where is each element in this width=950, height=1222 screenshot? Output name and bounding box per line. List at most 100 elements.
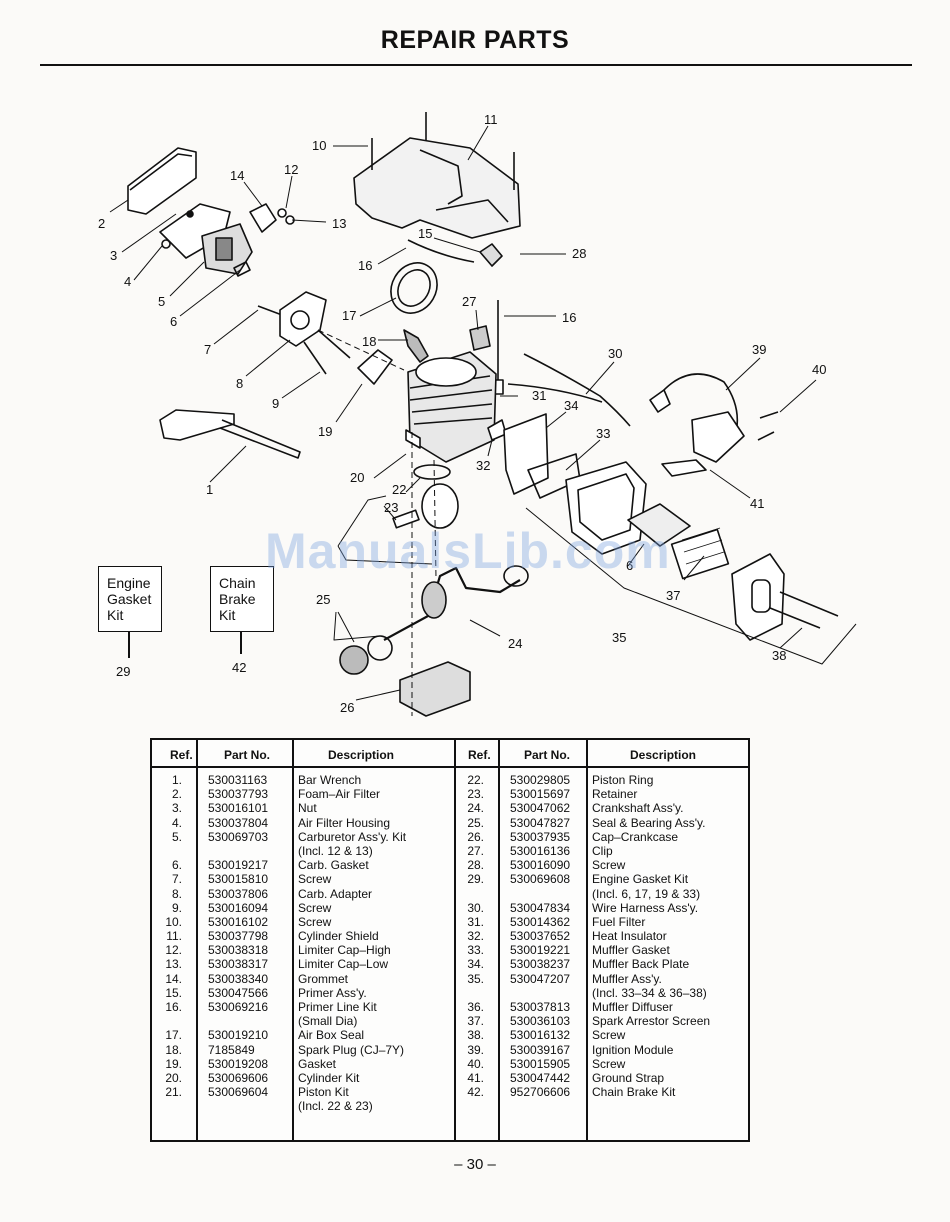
cell-desc: Limiter Cap–High xyxy=(298,943,391,958)
cell-part: 530019221 xyxy=(510,943,571,958)
callout-1: 1 xyxy=(206,482,213,497)
cell-desc: Crankshaft Ass'y. xyxy=(592,801,684,816)
cell-part: 530016090 xyxy=(510,858,571,873)
exploded-parts-diagram: 1 2 3 4 5 6 7 8 9 10 11 12 13 14 15 16 1… xyxy=(0,70,950,730)
cell-desc: Carb. Adapter xyxy=(298,886,373,901)
cell-desc: Wire Harness Ass'y. xyxy=(592,900,699,915)
cell-ref: 41. xyxy=(467,1070,484,1085)
cell-desc: Screw xyxy=(592,858,626,873)
callout-8: 8 xyxy=(236,376,243,391)
cell-part: 530037793 xyxy=(208,787,269,802)
callout-37: 37 xyxy=(666,588,680,603)
cell-part: 530047442 xyxy=(510,1070,571,1085)
cell-desc: Ground Strap xyxy=(592,1070,665,1085)
cell-part: 530036103 xyxy=(510,1014,571,1029)
cell-part: 530016094 xyxy=(208,900,269,915)
column-divider xyxy=(454,740,456,1140)
cell-part: 7185849 xyxy=(208,1042,255,1057)
cell-ref: 20. xyxy=(165,1070,182,1085)
exploded-view-drawing: 1 2 3 4 5 6 7 8 9 10 11 12 13 14 15 16 1… xyxy=(98,112,857,717)
callout-30: 30 xyxy=(608,346,622,361)
callout-17: 17 xyxy=(342,308,356,323)
cell-part: 530031163 xyxy=(208,773,268,787)
page-title: REPAIR PARTS xyxy=(380,26,570,54)
header-description: Description xyxy=(630,748,697,762)
cell-ref: 8. xyxy=(171,886,182,901)
cell-part: 952706606 xyxy=(510,1085,571,1100)
cell-desc: Primer Ass'y. xyxy=(298,985,367,1000)
cell-desc: (Incl. 12 & 13) xyxy=(298,843,373,858)
cell-ref: 40. xyxy=(467,1056,484,1071)
cell-part: 530016132 xyxy=(510,1028,571,1043)
cell-part: 530016102 xyxy=(208,914,269,929)
callout-13: 13 xyxy=(332,216,346,231)
cell-ref: 25. xyxy=(467,815,484,830)
cell-part: 530047566 xyxy=(208,985,269,1000)
cell-ref: 39. xyxy=(467,1042,484,1057)
kit-ref-42: 42 xyxy=(232,660,247,675)
callout-36: 6 xyxy=(626,558,633,573)
cell-desc: Heat Insulator xyxy=(592,929,667,944)
cell-part: 530015697 xyxy=(510,787,571,802)
cell-part: 530029805 xyxy=(510,773,571,787)
cell-desc: Muffler Ass'y. xyxy=(592,971,662,986)
cell-ref: 31. xyxy=(467,914,484,929)
cell-ref: 16. xyxy=(165,1000,182,1014)
cell-ref: 33. xyxy=(467,943,484,958)
watermark: ManualsLib.com xyxy=(265,523,671,579)
kit-label-line: Engine xyxy=(107,575,151,591)
page-number: – 30 – xyxy=(454,1156,496,1173)
cell-part: 530019208 xyxy=(208,1056,269,1071)
callout-18: 18 xyxy=(362,334,376,349)
cell-ref: 35. xyxy=(467,971,484,986)
callout-28: 28 xyxy=(572,246,586,261)
cell-desc: Carburetor Ass'y. Kit xyxy=(298,829,407,844)
callout-26: 26 xyxy=(340,700,354,715)
cell-part: 530037813 xyxy=(510,1000,571,1014)
cell-ref: 18. xyxy=(165,1042,182,1057)
cell-desc: Spark Plug (CJ–7Y) xyxy=(298,1042,405,1057)
cell-part: 530047834 xyxy=(510,900,571,915)
cell-desc: (Incl. 33–34 & 36–38) xyxy=(592,985,707,1000)
callout-20: 20 xyxy=(350,470,364,485)
callout-4: 4 xyxy=(124,274,131,289)
cell-desc: Air Box Seal xyxy=(298,1028,365,1043)
cell-desc: (Incl. 6, 17, 19 & 33) xyxy=(592,886,701,901)
callout-5: 5 xyxy=(158,294,165,309)
callout-3: 3 xyxy=(110,248,117,263)
cell-desc: Muffler Back Plate xyxy=(592,957,690,972)
callout-11: 11 xyxy=(484,112,498,127)
header-part-no: Part No. xyxy=(224,748,271,762)
cell-ref: 22. xyxy=(467,773,484,787)
cell-part: 530037806 xyxy=(208,886,269,901)
cell-desc: Spark Arrestor Screen xyxy=(592,1014,711,1029)
callout-38: 38 xyxy=(772,648,786,663)
cell-part: 530038340 xyxy=(208,971,269,986)
cell-ref: 17. xyxy=(165,1028,182,1043)
cell-desc: Muffler Gasket xyxy=(592,943,670,958)
kit-label-line: Gasket xyxy=(107,591,152,607)
callout-24: 24 xyxy=(508,636,522,651)
cell-desc: Primer Line Kit xyxy=(298,1000,377,1014)
callout-19: 19 xyxy=(318,424,332,439)
callout-34: 34 xyxy=(564,398,578,413)
column-divider xyxy=(292,740,294,1140)
cell-part: 530038318 xyxy=(208,943,269,958)
cell-desc: Screw xyxy=(298,872,332,887)
column-divider xyxy=(196,740,198,1140)
cell-desc: Muffler Diffuser xyxy=(592,1000,673,1014)
